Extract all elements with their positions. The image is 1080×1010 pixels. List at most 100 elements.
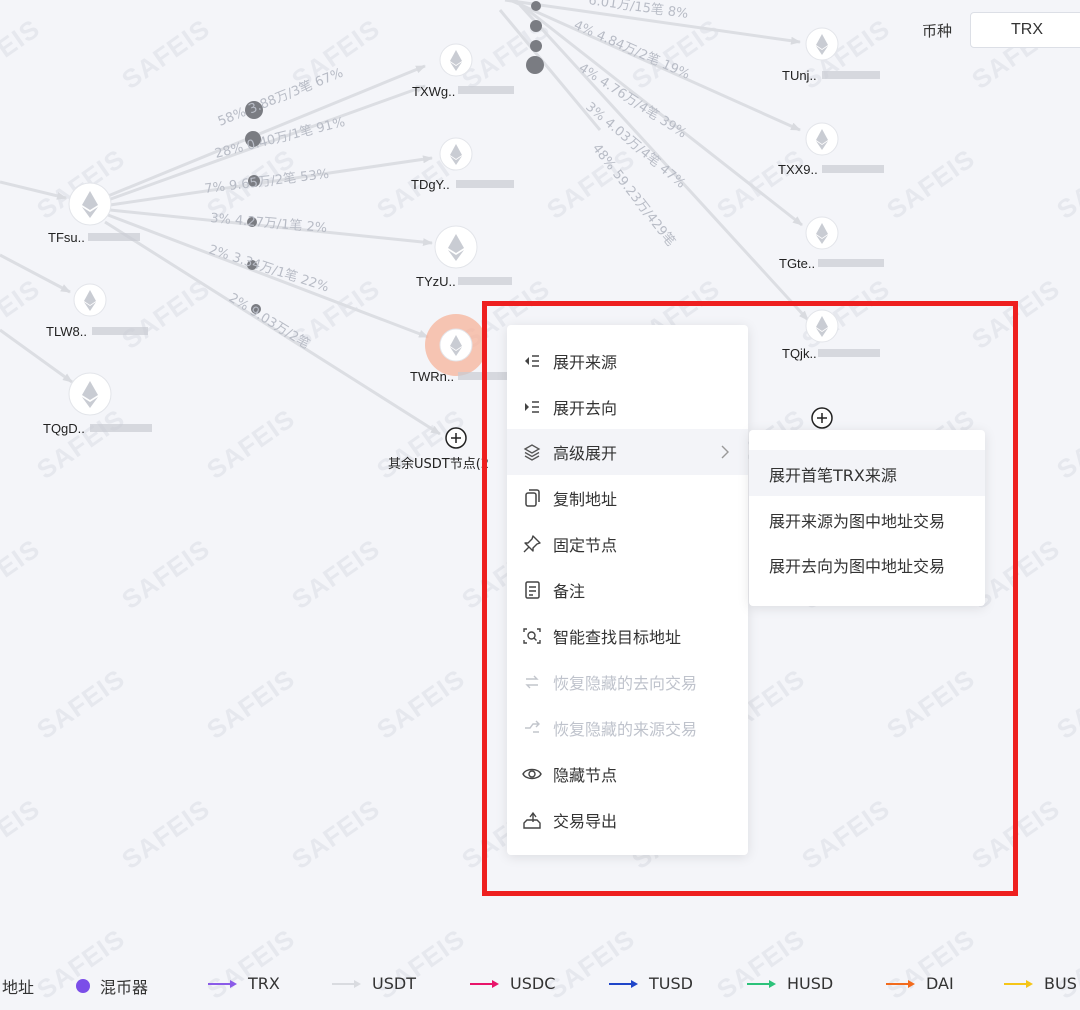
menu-item-smart-search[interactable]: 智能查找目标地址: [507, 613, 748, 659]
watermark-text: SAFEIS: [1051, 403, 1080, 485]
currency-select[interactable]: TRX: [970, 12, 1080, 48]
watermark-text: SAFEIS: [1051, 663, 1080, 745]
watermark-text: SAFEIS: [371, 663, 470, 745]
restore-target-icon: [525, 675, 539, 689]
menu-item-note[interactable]: 备注: [507, 567, 748, 613]
node-label: TQgD..: [43, 421, 85, 436]
submenu-item-label: 展开去向为图中地址交易: [769, 557, 946, 576]
node-label: TUnj..: [782, 68, 817, 83]
node-twrn-selected[interactable]: [425, 314, 487, 376]
legend-label: USDT: [372, 974, 416, 993]
other-nodes-label: 其余USDT节点(2: [388, 456, 489, 472]
legend-item-usdt: USDT: [332, 974, 416, 993]
copy-icon: [525, 489, 540, 507]
expand-plus-icon[interactable]: [445, 427, 467, 449]
legend-label: 混币器: [100, 978, 149, 997]
node-tgte[interactable]: [805, 216, 839, 250]
legend-item-dai: DAI: [886, 974, 954, 993]
legend-item-trx: TRX: [208, 974, 280, 993]
menu-item-restore-target: 恢复隐藏的去向交易: [507, 659, 748, 705]
arrow-line-icon: [470, 979, 499, 988]
watermark-text: SAFEIS: [116, 273, 215, 355]
smart-search-icon: [523, 628, 541, 644]
node-tlw8[interactable]: [73, 283, 107, 317]
legend-item-mixer: 混币器: [76, 974, 148, 998]
eye-icon: [522, 768, 542, 780]
menu-item-label: 隐藏节点: [553, 766, 618, 785]
node-label: TYzU..: [416, 274, 456, 289]
legend-item-bus: BUS: [1004, 974, 1077, 993]
menu-item-label: 恢复隐藏的去向交易: [553, 674, 698, 693]
menu-item-label: 展开来源: [553, 353, 618, 372]
context-menu: 展开来源 展开去向 高级展开 复制地址 固定节点 备注 智能查找目标地址 恢复隐…: [507, 325, 748, 855]
node-tfsu[interactable]: [68, 182, 112, 226]
submenu-item-label: 展开来源为图中地址交易: [769, 512, 946, 531]
submenu-item-source-in-graph[interactable]: 展开来源为图中地址交易: [749, 496, 985, 542]
menu-item-expand-target[interactable]: 展开去向: [507, 384, 748, 430]
node-label: TWRn..: [410, 369, 454, 384]
node-label: TLW8..: [46, 324, 87, 339]
menu-item-label: 恢复隐藏的来源交易: [553, 720, 698, 739]
legend-label: TRX: [248, 974, 280, 993]
node-tqgd[interactable]: [68, 372, 112, 416]
watermark-text: SAFEIS: [31, 663, 130, 745]
nodes-layer: [68, 27, 839, 449]
arrow-line-icon: [332, 979, 361, 988]
node-txwg[interactable]: [439, 43, 473, 77]
highlight-box: [482, 301, 1018, 896]
watermark-text: SAFEIS: [0, 273, 45, 355]
legend-label: USDC: [510, 974, 556, 993]
edge-label: 48% 59.23万/429笔: [589, 141, 679, 250]
watermark-text: SAFEIS: [286, 533, 385, 615]
menu-item-export[interactable]: 交易导出: [507, 797, 748, 843]
node-tunj[interactable]: [805, 27, 839, 61]
watermark-text: SAFEIS: [0, 793, 45, 875]
watermark-text: SAFEIS: [0, 533, 45, 615]
node-tdgy[interactable]: [439, 137, 473, 171]
node-label: TXWg..: [412, 84, 455, 99]
menu-item-label: 展开去向: [553, 399, 618, 418]
restore-source-icon: [525, 720, 540, 733]
menu-item-advanced-expand[interactable]: 高级展开: [507, 429, 748, 475]
node-label: TGte..: [779, 256, 815, 271]
note-icon: [525, 581, 540, 599]
legend-label: DAI: [926, 974, 954, 993]
menu-item-label: 固定节点: [553, 536, 618, 555]
node-tyzu[interactable]: [434, 225, 478, 269]
menu-item-restore-source: 恢复隐藏的来源交易: [507, 705, 748, 751]
node-txx9[interactable]: [805, 122, 839, 156]
submenu-item-label: 展开首笔TRX来源: [769, 466, 897, 485]
legend-label: 地址: [2, 978, 35, 997]
pin-icon: [523, 535, 541, 553]
edges-layer: [0, 0, 810, 436]
edge-dots: [245, 1, 544, 314]
arrow-line-icon: [609, 979, 638, 988]
legend-label: HUSD: [787, 974, 834, 993]
menu-item-expand-source[interactable]: 展开来源: [507, 338, 748, 384]
menu-item-pin-node[interactable]: 固定节点: [507, 521, 748, 567]
menu-item-hide-node[interactable]: 隐藏节点: [507, 751, 748, 797]
mixer-dot-icon: [76, 979, 90, 993]
legend-item-usdc: USDC: [470, 974, 555, 993]
node-label: TXX9..: [778, 162, 818, 177]
watermark-text: SAFEIS: [201, 663, 300, 745]
legend-label: BUS: [1044, 974, 1077, 993]
watermark-text: SAFEIS: [0, 13, 45, 95]
watermark-text: SAFEIS: [116, 13, 215, 95]
watermark-text: SAFEIS: [31, 403, 130, 485]
arrow-line-icon: [208, 979, 237, 988]
expand-source-icon: [525, 355, 539, 367]
menu-item-copy-address[interactable]: 复制地址: [507, 475, 748, 521]
watermark-text: SAFEIS: [201, 403, 300, 485]
edge-label: 2% 3.34万/1笔 22%: [207, 242, 331, 296]
watermark-text: SAFEIS: [286, 793, 385, 875]
submenu-item-target-in-graph[interactable]: 展开去向为图中地址交易: [749, 541, 985, 587]
legend-item-tusd: TUSD: [609, 974, 693, 993]
watermark-text: SAFEIS: [116, 793, 215, 875]
submenu-item-first-trx-source[interactable]: 展开首笔TRX来源: [749, 450, 985, 496]
menu-item-label: 智能查找目标地址: [553, 628, 682, 647]
watermark-text: SAFEIS: [116, 533, 215, 615]
watermark-text: SAFEIS: [881, 143, 980, 225]
expand-plus-icon[interactable]: [811, 407, 833, 429]
